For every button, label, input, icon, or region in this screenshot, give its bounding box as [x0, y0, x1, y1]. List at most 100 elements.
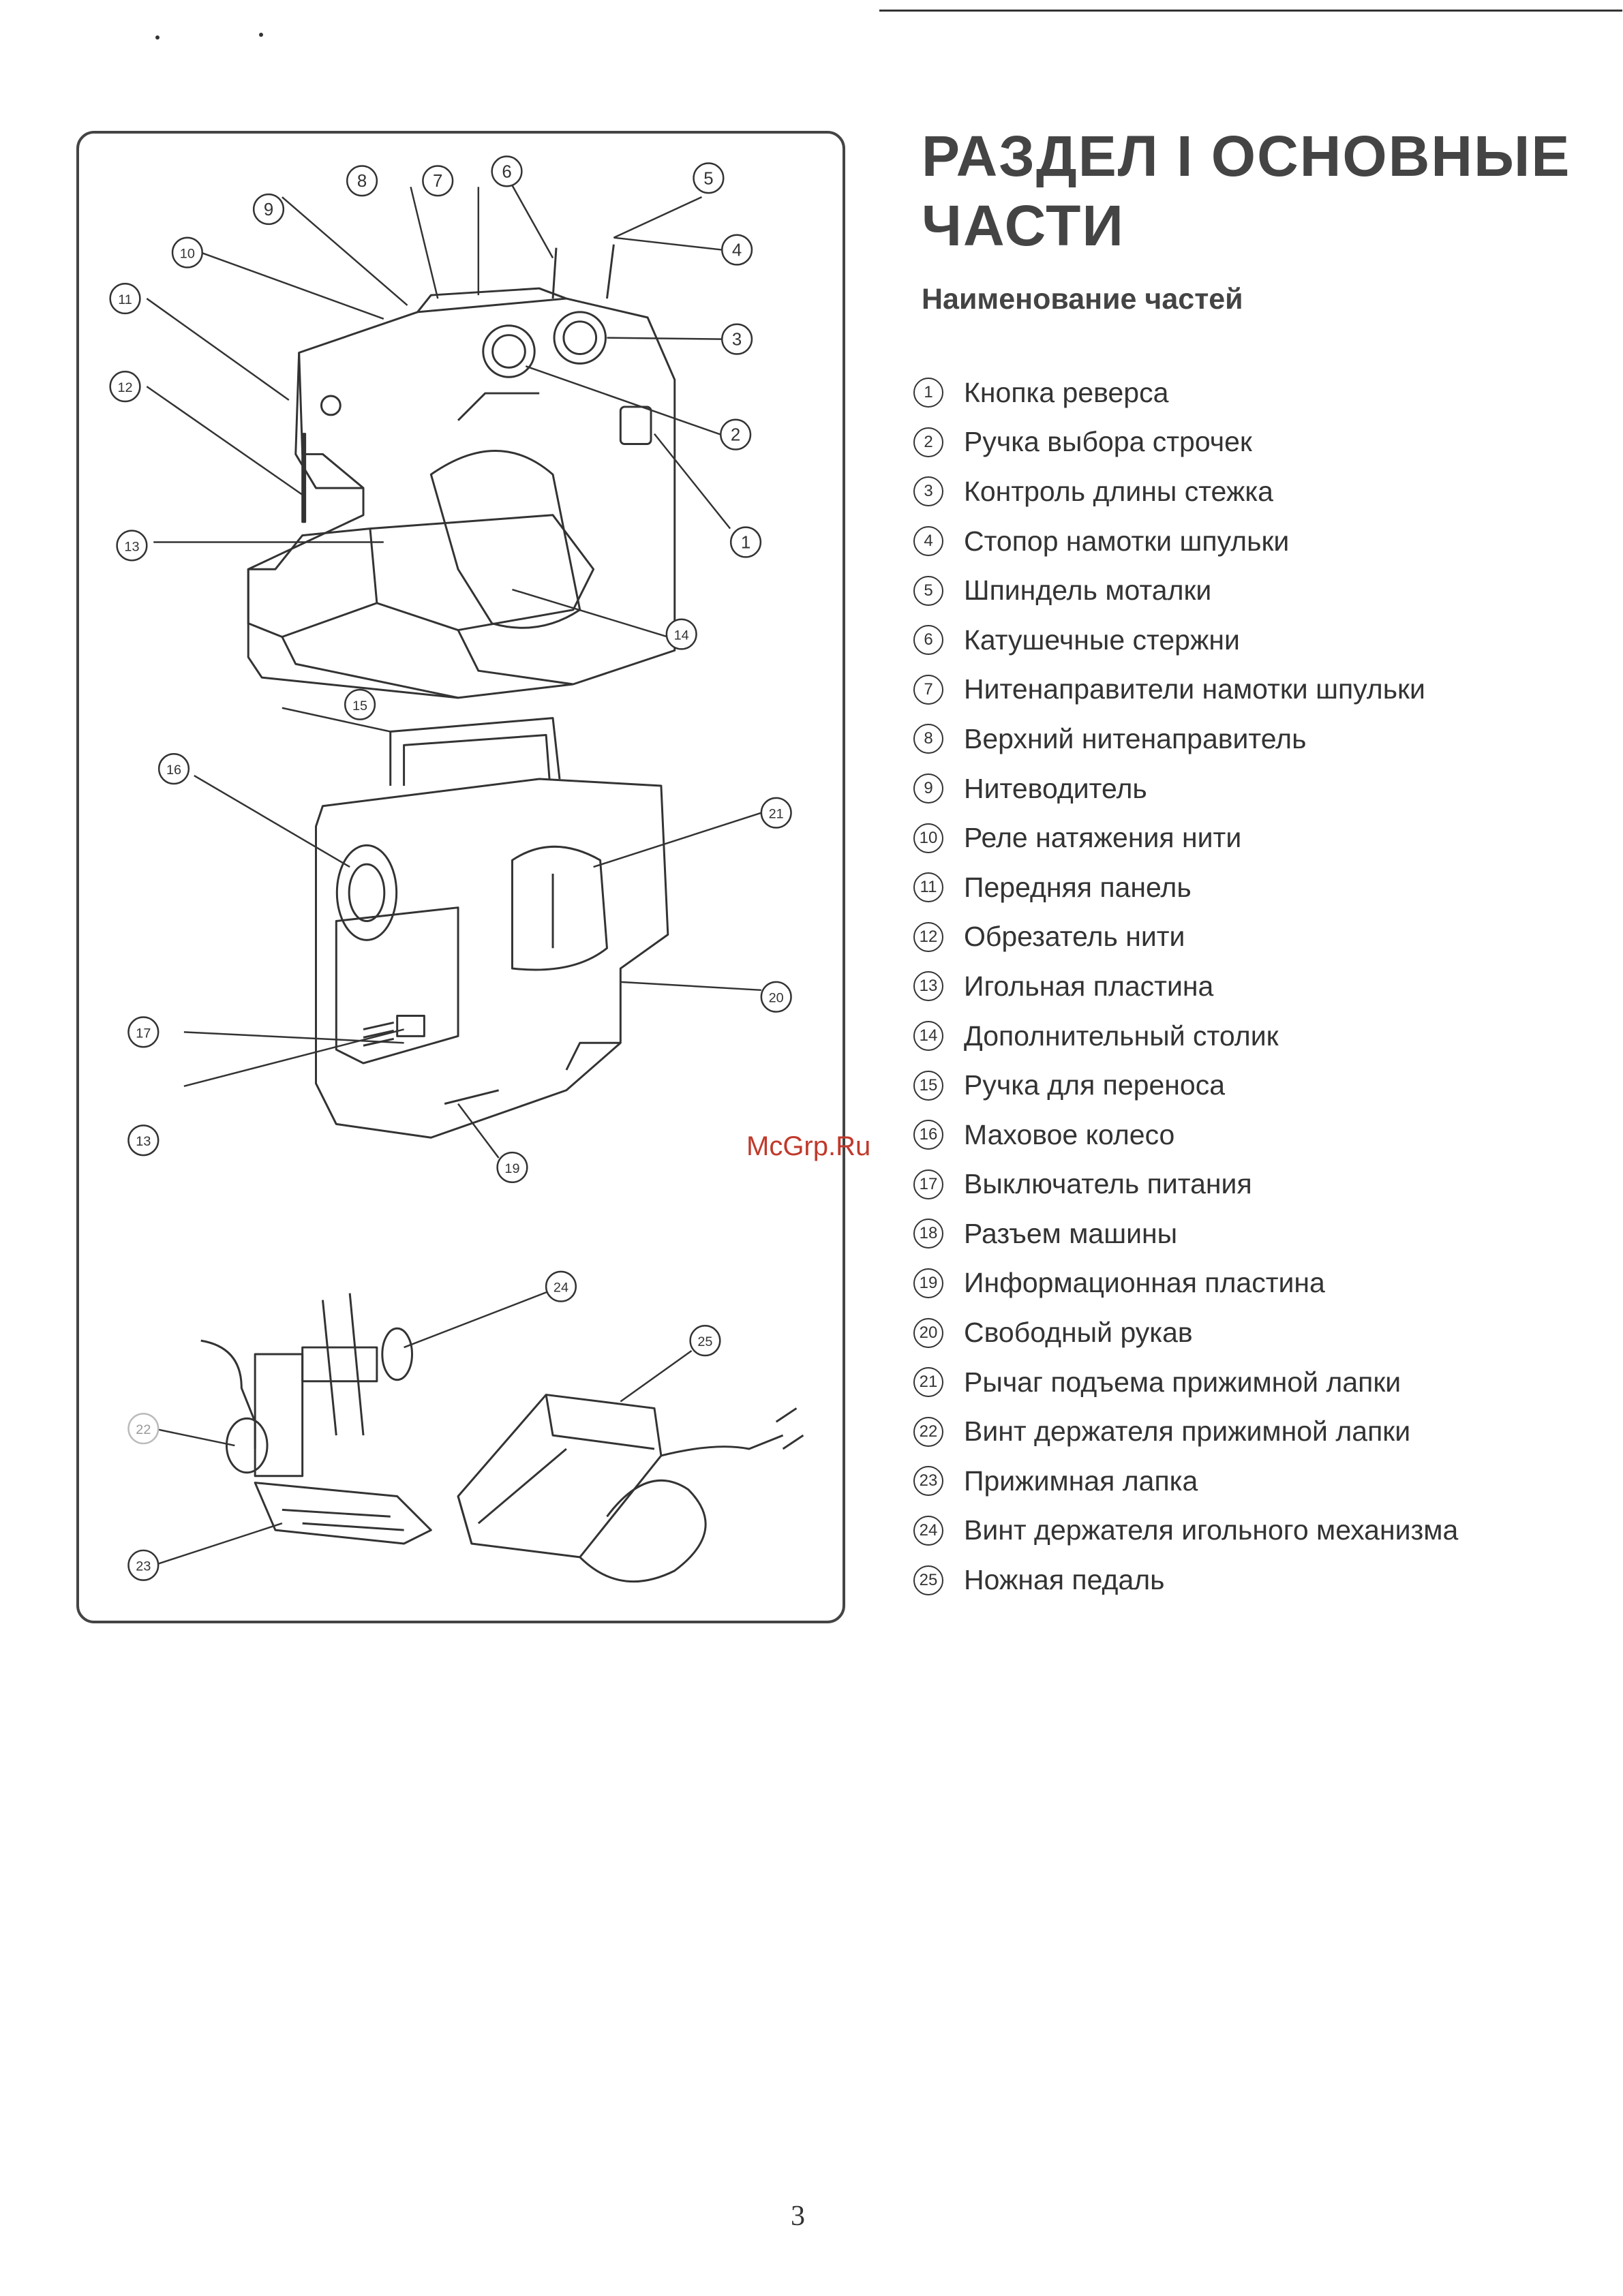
callout-3: 3	[721, 323, 753, 355]
list-item: 13 Игольная пластина	[913, 962, 1458, 1011]
part-label: Игольная пластина	[964, 970, 1214, 1002]
part-label: Рычаг подъема прижимной лапки	[964, 1366, 1401, 1398]
scan-speck	[155, 35, 160, 40]
part-label: Верхний нитенаправитель	[964, 722, 1307, 754]
sewing-machine-rear-drawing	[315, 717, 669, 1139]
part-label: Винт держателя игольного механизма	[964, 1514, 1459, 1546]
page-top-rule	[879, 10, 1622, 12]
callout-22: 22	[127, 1413, 160, 1445]
svg-text:24: 24	[553, 1281, 568, 1296]
part-label: Информационная пластина	[964, 1267, 1325, 1299]
part-label: Реле натяжения нити	[964, 822, 1242, 854]
part-number-badge: 7	[913, 674, 943, 705]
watermark-link[interactable]: McGrp.Ru	[746, 1131, 871, 1161]
callout-24: 24	[545, 1270, 577, 1302]
part-number-badge: 19	[913, 1268, 943, 1298]
part-label: Катушечные стержни	[964, 624, 1240, 656]
svg-text:15: 15	[352, 699, 367, 714]
part-number-badge: 6	[913, 625, 943, 656]
list-item: 8 Верхний нитенаправитель	[913, 714, 1458, 764]
list-item: 20 Свободный рукав	[913, 1308, 1458, 1358]
svg-text:17: 17	[136, 1026, 151, 1041]
part-number-badge: 18	[913, 1219, 943, 1249]
svg-text:7: 7	[433, 172, 442, 191]
list-item: 19 Информационная пластина	[913, 1259, 1458, 1308]
part-label: Винт держателя прижимной лапки	[964, 1415, 1411, 1448]
part-label: Свободный рукав	[964, 1317, 1193, 1349]
callout-21: 21	[760, 797, 792, 829]
part-label: Контроль длины стежка	[964, 475, 1273, 507]
part-number-badge: 21	[913, 1367, 943, 1398]
part-number-badge: 22	[913, 1416, 943, 1447]
part-label: Обрезатель нити	[964, 921, 1185, 953]
callout-23: 23	[127, 1549, 160, 1581]
part-number-badge: 16	[913, 1120, 943, 1150]
list-item: 21 Рычаг подъема прижимной лапки	[913, 1358, 1458, 1407]
callout-20: 20	[760, 981, 792, 1013]
callout-19: 19	[496, 1151, 528, 1184]
part-label: Прижимная лапка	[964, 1465, 1198, 1497]
list-item: 22 Винт держателя прижимной лапки	[913, 1407, 1458, 1456]
scan-speck	[259, 33, 263, 37]
part-label: Маховое колесо	[964, 1118, 1175, 1150]
svg-text:2: 2	[731, 426, 740, 445]
svg-text:20: 20	[769, 991, 784, 1006]
svg-text:14: 14	[674, 628, 689, 643]
callout-15: 15	[344, 688, 376, 720]
callout-13b: 13	[127, 1124, 160, 1157]
svg-text:1: 1	[741, 533, 750, 552]
part-number-badge: 14	[913, 1021, 943, 1052]
part-label: Ручка выбора строчек	[964, 426, 1252, 458]
part-label: Кнопка реверса	[964, 376, 1169, 408]
callout-11: 11	[109, 282, 141, 315]
parts-illustration-frame: 1 2 3 4 5 6 7 8 9 10 11 12 13 14 15 16 1…	[76, 131, 845, 1623]
part-number-badge: 10	[913, 823, 943, 853]
part-number-badge: 17	[913, 1169, 943, 1199]
callout-13: 13	[116, 530, 148, 562]
part-label: Нитеводитель	[964, 772, 1147, 804]
presser-foot-drawing	[200, 1293, 432, 1545]
part-number-badge: 20	[913, 1317, 943, 1348]
callout-8: 8	[346, 165, 378, 197]
callout-12: 12	[109, 371, 141, 403]
callout-6: 6	[491, 155, 523, 187]
part-label: Ручка для переноса	[964, 1069, 1226, 1101]
svg-text:11: 11	[118, 292, 132, 307]
svg-text:23: 23	[136, 1559, 151, 1574]
list-item: 5 Шпиндель моталки	[913, 566, 1458, 615]
heading-line-1: РАЗДЕЛ I ОСНОВНЫЕ	[922, 124, 1571, 188]
svg-text:25: 25	[697, 1334, 712, 1349]
svg-text:12: 12	[117, 380, 132, 395]
callout-5: 5	[693, 162, 725, 194]
svg-text:22: 22	[136, 1422, 151, 1437]
callout-9: 9	[252, 193, 285, 226]
svg-text:13: 13	[136, 1134, 151, 1149]
part-number-badge: 9	[913, 774, 943, 804]
part-number-badge: 15	[913, 1070, 943, 1101]
callout-17: 17	[127, 1016, 160, 1048]
part-label: Шпиндель моталки	[964, 575, 1212, 607]
callout-10: 10	[171, 236, 203, 269]
svg-text:19: 19	[504, 1161, 519, 1176]
list-item: 9 Нитеводитель	[913, 764, 1458, 814]
part-label: Дополнительный столик	[964, 1020, 1279, 1052]
part-number-badge: 25	[913, 1565, 943, 1595]
svg-text:3: 3	[732, 331, 742, 350]
sewing-machine-illustration: 1 2 3 4 5 6 7 8 9 10 11 12 13 14 15 16 1…	[109, 155, 804, 1583]
svg-text:10: 10	[180, 246, 195, 261]
part-number-badge: 8	[913, 724, 943, 754]
part-number-badge: 5	[913, 575, 943, 606]
part-number-badge: 13	[913, 971, 943, 1002]
callout-25: 25	[689, 1325, 721, 1357]
svg-text:8: 8	[357, 172, 367, 191]
part-number-badge: 4	[913, 526, 943, 557]
svg-text:21: 21	[769, 807, 784, 822]
svg-text:4: 4	[732, 241, 742, 260]
